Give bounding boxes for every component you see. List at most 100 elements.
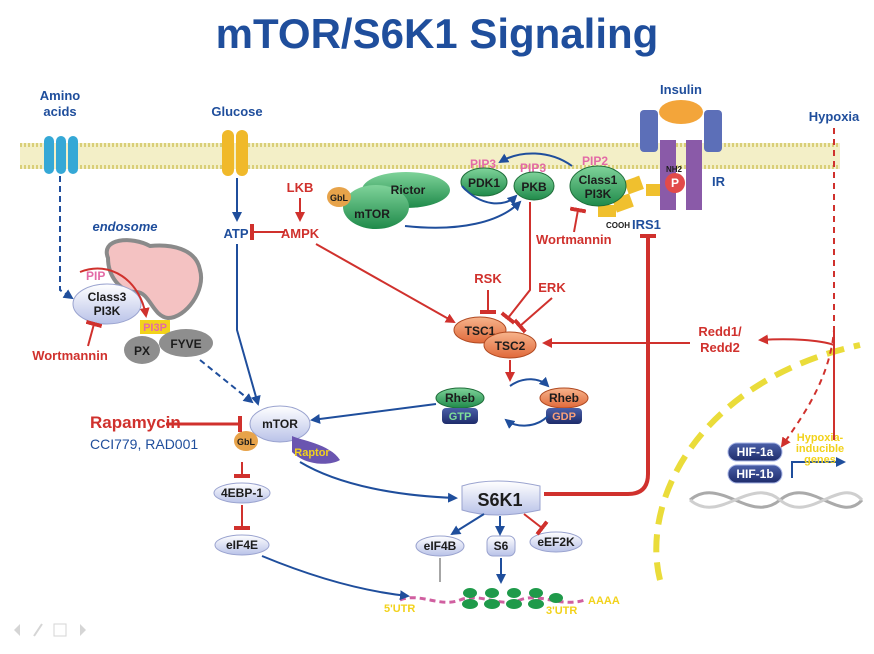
eif4e-label: eIF4E xyxy=(226,538,258,552)
erk-label: ERK xyxy=(538,280,566,295)
fyve-label: FYVE xyxy=(170,337,201,351)
pip-label: PIP xyxy=(86,269,105,283)
4ebp1-node xyxy=(213,482,271,504)
pen-icon[interactable] xyxy=(33,623,43,637)
insulin-label: Insulin xyxy=(660,82,702,97)
px-node xyxy=(124,336,160,364)
hypoxia-genes-label-2: inducible xyxy=(796,443,844,455)
redd-label-1: Redd1/ xyxy=(698,324,742,339)
hif1b-node xyxy=(727,464,783,484)
eef2k-node xyxy=(529,531,583,553)
4ebp1-label: 4EBP-1 xyxy=(221,486,263,500)
edge-fyve-mtor xyxy=(199,359,254,404)
edge-s6k1-eif4b xyxy=(450,513,485,536)
eif4b-label: eIF4B xyxy=(424,539,457,553)
gdp-box xyxy=(546,408,582,424)
edge-hif-redd xyxy=(760,330,835,440)
rheb-gtp-rheb-label: Rheb xyxy=(445,391,475,405)
edge-atp-mtor xyxy=(236,244,261,406)
pkb-node xyxy=(513,171,555,201)
ir-label: IR xyxy=(712,174,726,189)
eef2k-label: eEF2K xyxy=(537,535,575,549)
edge-pkb-tsc2 xyxy=(500,202,531,325)
px-label: PX xyxy=(134,344,150,358)
utr3-label: 3'UTR xyxy=(546,605,577,617)
endosome-shape xyxy=(104,238,204,321)
edge-mtorc2-pkb xyxy=(404,200,522,229)
pi3p-box xyxy=(140,320,170,334)
pathway-edges xyxy=(59,128,835,601)
mtorc1-complex xyxy=(234,405,340,464)
wortmannin-left-label: Wortmannin xyxy=(32,348,108,363)
s6k1-node xyxy=(461,480,541,516)
hypoxia-label: Hypoxia xyxy=(809,109,860,124)
class1-pi3k-label: PI3K xyxy=(585,187,612,201)
mtorc1-mtor-label: mTOR xyxy=(262,417,298,431)
gdp-label: GDP xyxy=(552,411,576,423)
edge-wortmannin-class3 xyxy=(85,319,103,347)
tsc2-node xyxy=(483,331,537,359)
pip3-label-1: PIP3 xyxy=(470,157,496,171)
dna-strand-2 xyxy=(689,491,864,509)
tsc1-label: TSC1 xyxy=(465,324,496,338)
phospho-site xyxy=(665,173,685,193)
edge-hypoxia-hif xyxy=(780,128,835,448)
pip2-label: PIP2 xyxy=(582,154,608,168)
nh2-label: NH2 xyxy=(666,165,683,174)
glucose-transporter xyxy=(222,130,248,176)
slide-toolbar[interactable] xyxy=(14,623,86,637)
edge-aa-class3 xyxy=(59,176,74,300)
eif4e-node xyxy=(214,534,270,556)
tsc2-label: TSC2 xyxy=(495,339,526,353)
polya-label: AAAA xyxy=(588,595,620,607)
rictor-label: Rictor xyxy=(391,183,426,197)
amino-acids-label-1: Amino xyxy=(40,88,81,103)
rheb-gdp-rheb-label: Rheb xyxy=(549,391,579,405)
s6-node xyxy=(486,535,516,557)
edge-pdk1-pkb xyxy=(461,185,518,206)
hypoxia-genes-label-3: genes xyxy=(804,454,836,466)
amino-acids-label-2: acids xyxy=(43,104,76,119)
rsk-label: RSK xyxy=(474,271,502,286)
gtp-label: GTP xyxy=(449,411,472,423)
irs1-label: IRS1 xyxy=(632,217,661,232)
gtp-box xyxy=(442,408,478,424)
hif1b-label: HIF-1b xyxy=(736,467,773,481)
pi3p-label: PI3P xyxy=(143,322,167,334)
edge-s6k1-eef2k xyxy=(523,513,549,536)
cell-membrane xyxy=(20,143,840,169)
class3-label: Class3 xyxy=(88,290,127,304)
previous-slide-icon[interactable] xyxy=(14,624,20,636)
hif1a-label: HIF-1a xyxy=(737,445,774,459)
ribosomes xyxy=(462,588,563,609)
hif1a-node xyxy=(727,442,783,462)
class3-pi3k-node xyxy=(72,283,142,325)
edge-pip-pi3p xyxy=(79,267,150,318)
pkb-label: PKB xyxy=(521,180,547,194)
endosome-label: endosome xyxy=(92,219,157,234)
atp-label: ATP xyxy=(223,226,248,241)
class1-pi3k-node xyxy=(569,165,627,207)
mtorc2-mtor-label: mTOR xyxy=(354,207,390,221)
edge-ampk-tsc xyxy=(315,243,456,323)
wortmannin-top-label: Wortmannin xyxy=(536,232,612,247)
pip3-label-2: PIP3 xyxy=(520,161,546,175)
edge-mtor-s6k1 xyxy=(299,461,458,503)
next-slide-icon[interactable] xyxy=(80,624,86,636)
page-title: mTOR/S6K1 Signaling xyxy=(216,10,659,57)
s6-label: S6 xyxy=(494,539,509,553)
mtorc2-gbl-label: GbL xyxy=(330,193,348,203)
menu-icon[interactable] xyxy=(53,623,67,637)
pdk1-node xyxy=(460,167,508,197)
fyve-node xyxy=(159,329,213,357)
edge-rheb-mtor xyxy=(310,403,437,424)
class1-label: Class1 xyxy=(579,173,618,187)
pdk1-label: PDK1 xyxy=(468,176,500,190)
eif4b-node xyxy=(415,535,465,557)
edge-wortmannin-class1 xyxy=(569,206,587,233)
rapalogs-label: CCI779, RAD001 xyxy=(90,436,198,452)
hypoxia-genes-label-1: Hypoxia- xyxy=(797,432,844,444)
cooh-label: COOH xyxy=(606,221,630,230)
redd-label-2: Redd2 xyxy=(700,340,740,355)
